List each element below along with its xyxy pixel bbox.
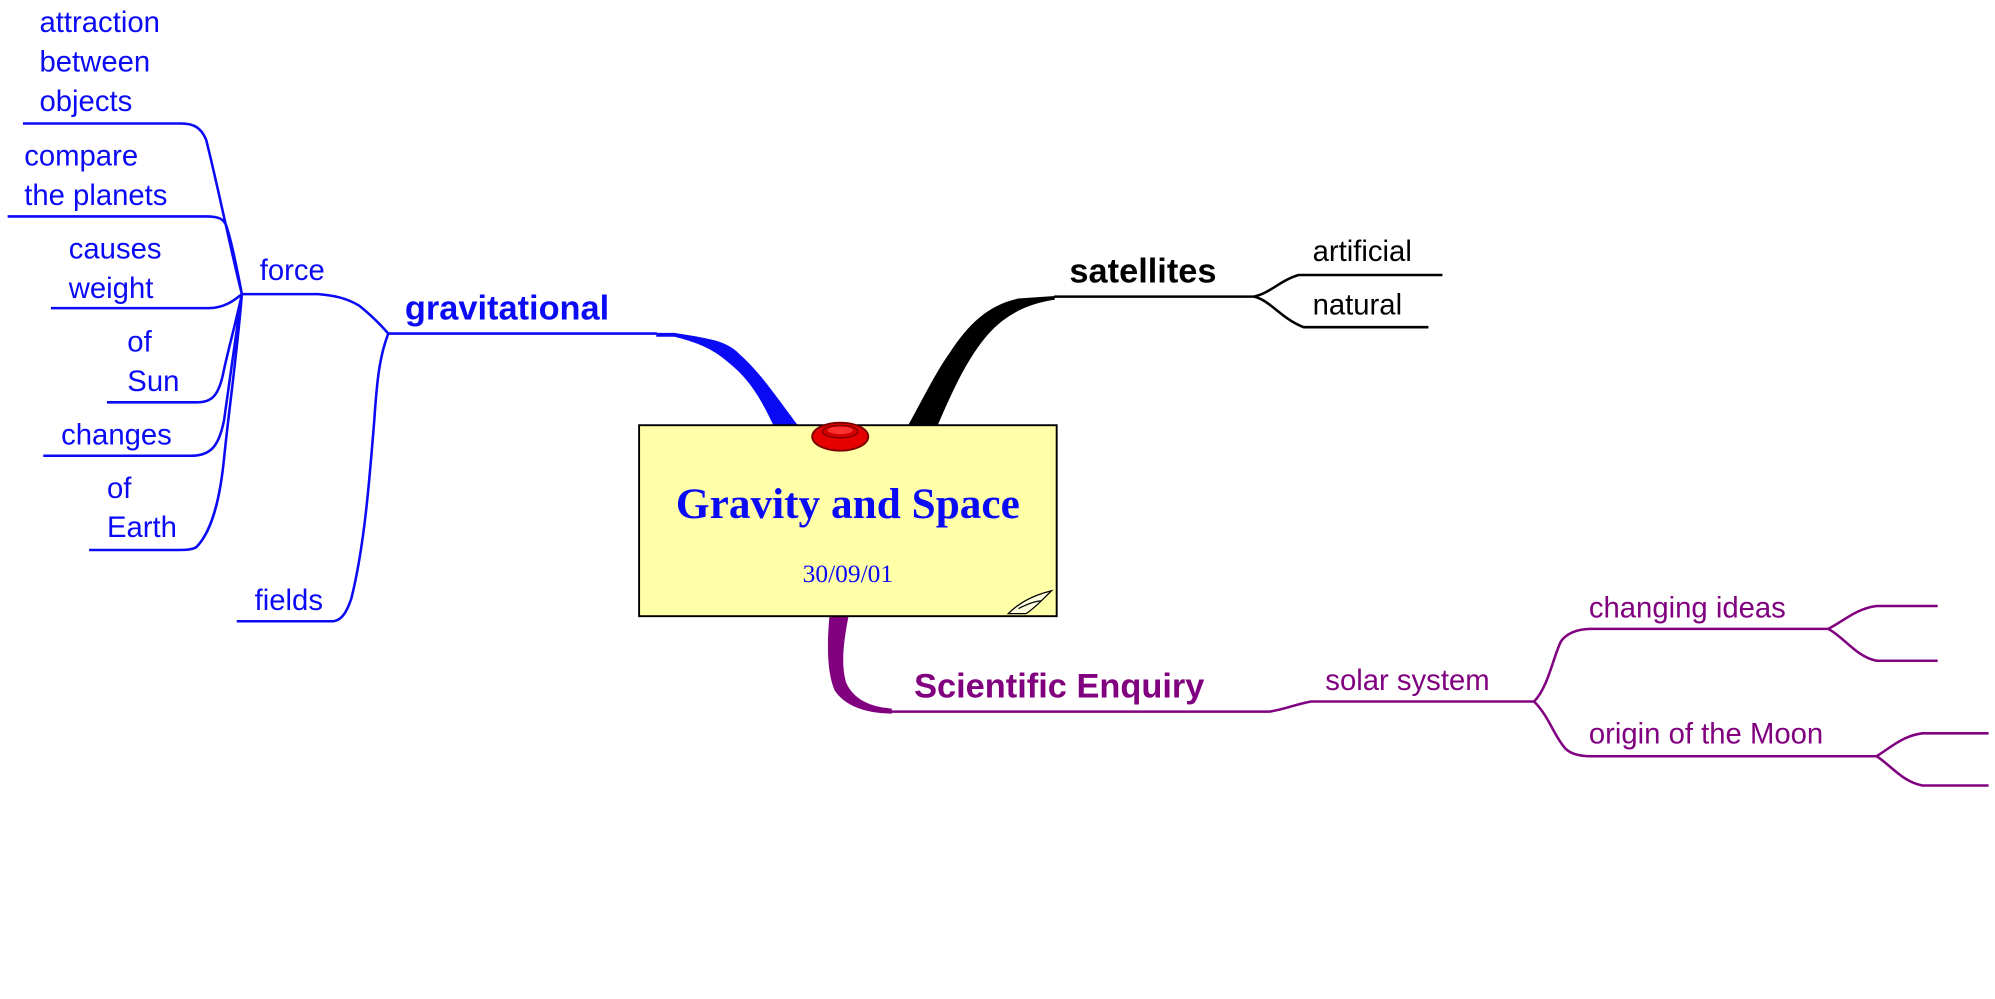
force-item-of-sun[interactable]: of Sun — [127, 324, 180, 398]
satellites-node[interactable]: satellites — [1069, 252, 1217, 291]
scientific-enquiry-node[interactable]: Scientific Enquiry — [914, 667, 1205, 706]
force-node[interactable]: force — [259, 253, 325, 287]
solar-system-fork-ideas — [1533, 627, 1829, 703]
satellites-fork-artificial — [1253, 273, 1443, 298]
origin-moon-stubs — [1875, 732, 1989, 787]
central-topic-title: Gravity and Space — [675, 481, 1020, 529]
changing-ideas-stubs — [1827, 604, 1938, 663]
central-topic-date: 30/09/01 — [802, 560, 894, 589]
scientific-enquiry-branch-connector — [827, 615, 892, 714]
force-item-compare-planets[interactable]: compare the planets — [24, 138, 168, 212]
solar-system-node[interactable]: solar system — [1325, 663, 1490, 697]
satellites-fork-natural — [1253, 295, 1429, 329]
solar-system-item-changing-ideas[interactable]: changing ideas — [1588, 590, 1786, 624]
pushpin-icon — [811, 421, 870, 452]
force-leaf-connectors — [7, 122, 244, 552]
central-sticky-note[interactable] — [638, 424, 1058, 618]
gravitational-branch-connector — [656, 332, 799, 426]
satellites-item-artificial[interactable]: artificial — [1312, 234, 1412, 268]
force-item-changes[interactable]: changes — [61, 417, 172, 451]
mind-map-connectors — [7, 122, 1989, 787]
gravitational-node[interactable]: gravitational — [404, 288, 610, 328]
force-item-causes-weight[interactable]: causes weight — [68, 231, 162, 305]
scientific-enquiry-underline — [891, 700, 1535, 713]
satellites-branch-connector — [907, 295, 1055, 426]
solar-system-fork-moon — [1533, 700, 1877, 758]
solar-system-item-origin-moon[interactable]: origin of the Moon — [1588, 716, 1824, 750]
satellites-item-natural[interactable]: natural — [1312, 287, 1403, 321]
force-item-of-earth[interactable]: of Earth — [106, 471, 177, 544]
gravitational-fork-fields — [236, 333, 390, 623]
fields-node[interactable]: fields — [254, 583, 323, 617]
force-item-attraction[interactable]: attraction between objects — [39, 5, 160, 118]
page-curl-icon-fold — [1018, 600, 1042, 610]
gravitational-fork-force — [241, 292, 390, 335]
